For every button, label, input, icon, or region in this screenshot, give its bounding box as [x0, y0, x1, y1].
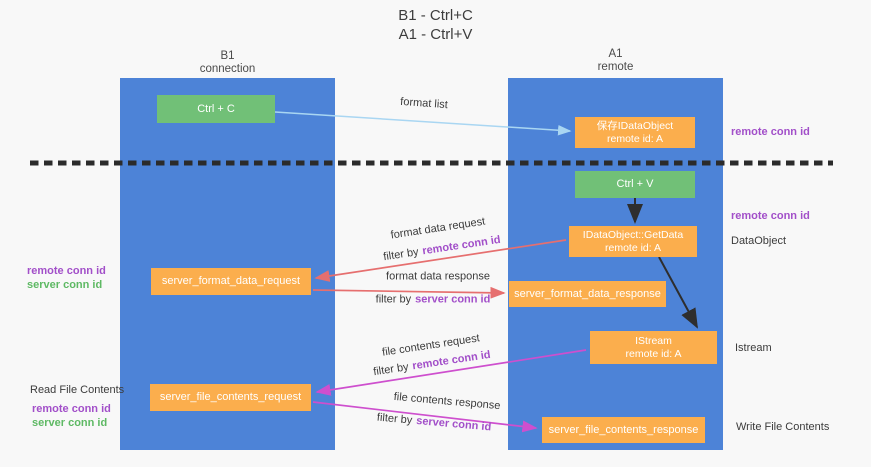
node-ctrl-v-label: Ctrl + V: [616, 178, 654, 190]
node-server-file-contents-request-label: server_file_contents_request: [159, 391, 302, 403]
istream-annotation: Istream: [735, 342, 772, 354]
server-conn-id-annotation-format-left: server conn id: [27, 279, 103, 291]
node-server-file-contents-request: server_file_contents_request: [150, 384, 311, 411]
server-conn-id-annotation-file-left: server conn id: [32, 417, 108, 429]
getdata-to-istream-arrow: [658, 256, 698, 329]
format-data-response-arrow: [312, 286, 506, 299]
read-file-contents-annotation: Read File Contents: [30, 384, 125, 396]
write-file-contents-annotation: Write File Contents: [736, 421, 830, 433]
dataobject-annotation: DataObject: [731, 235, 787, 247]
node-istream: IStream remote id: A: [590, 331, 717, 364]
lifeline-a1-role: remote: [597, 61, 634, 73]
node-ctrl-c: Ctrl + C: [157, 95, 275, 123]
filter-by-text: filter by: [376, 411, 413, 427]
remote-conn-id-annotation-getdata: remote conn id: [731, 210, 810, 222]
format-data-response-label: format data response: [386, 270, 490, 283]
node-server-format-data-request: server_format_data_request: [151, 268, 311, 295]
node-save-idataobject-line2: remote id: A: [606, 132, 664, 145]
remote-conn-id-annotation-file-left: remote conn id: [32, 403, 111, 415]
node-save-idataobject: 保存IDataObject remote id: A: [575, 117, 695, 148]
node-istream-line1: IStream: [635, 334, 672, 347]
node-ctrl-c-label: Ctrl + C: [197, 102, 235, 115]
server-conn-id-text: server conn id: [415, 293, 491, 306]
title-line-2: A1 - Ctrl+V: [398, 26, 473, 43]
lifeline-b1-name: B1: [220, 50, 235, 62]
lifeline-a1-name: A1: [608, 48, 623, 60]
format-list-arrow: [274, 111, 572, 136]
title-line-1: B1 - Ctrl+C: [398, 7, 473, 24]
diagram-title: B1 - Ctrl+C A1 - Ctrl+V: [0, 6, 871, 44]
node-server-format-data-request-label: server_format_data_request: [161, 275, 301, 287]
format-data-request-arrow: [314, 239, 567, 282]
node-idataobject-getdata: IDataObject::GetData remote id: A: [569, 226, 697, 257]
filter-by-text: filter by: [375, 293, 412, 306]
remote-conn-id-annotation-top-right: remote conn id: [731, 126, 810, 138]
node-server-format-data-response: server_format_data_response: [509, 281, 666, 307]
node-ctrl-v: Ctrl + V: [575, 171, 695, 198]
node-istream-line2: remote id: A: [625, 347, 682, 360]
node-idataobject-getdata-line1: IDataObject::GetData: [582, 228, 684, 241]
file-contents-response-arrow: [312, 401, 538, 433]
node-idataobject-getdata-line2: remote id: A: [604, 241, 662, 254]
lifeline-b1-role: connection: [199, 63, 256, 75]
lifeline-header-a1: A1 remote: [508, 48, 723, 74]
remote-conn-id-annotation-format-left: remote conn id: [27, 265, 106, 277]
file-contents-request-arrow: [315, 349, 587, 396]
node-server-file-contents-response: server_file_contents_response: [542, 417, 705, 443]
lifeline-header-b1: B1 connection: [120, 50, 335, 76]
node-server-format-data-response-label: server_format_data_response: [514, 287, 661, 300]
node-server-file-contents-response-label: server_file_contents_response: [548, 423, 699, 436]
node-save-idataobject-line1: 保存IDataObject: [596, 119, 674, 132]
